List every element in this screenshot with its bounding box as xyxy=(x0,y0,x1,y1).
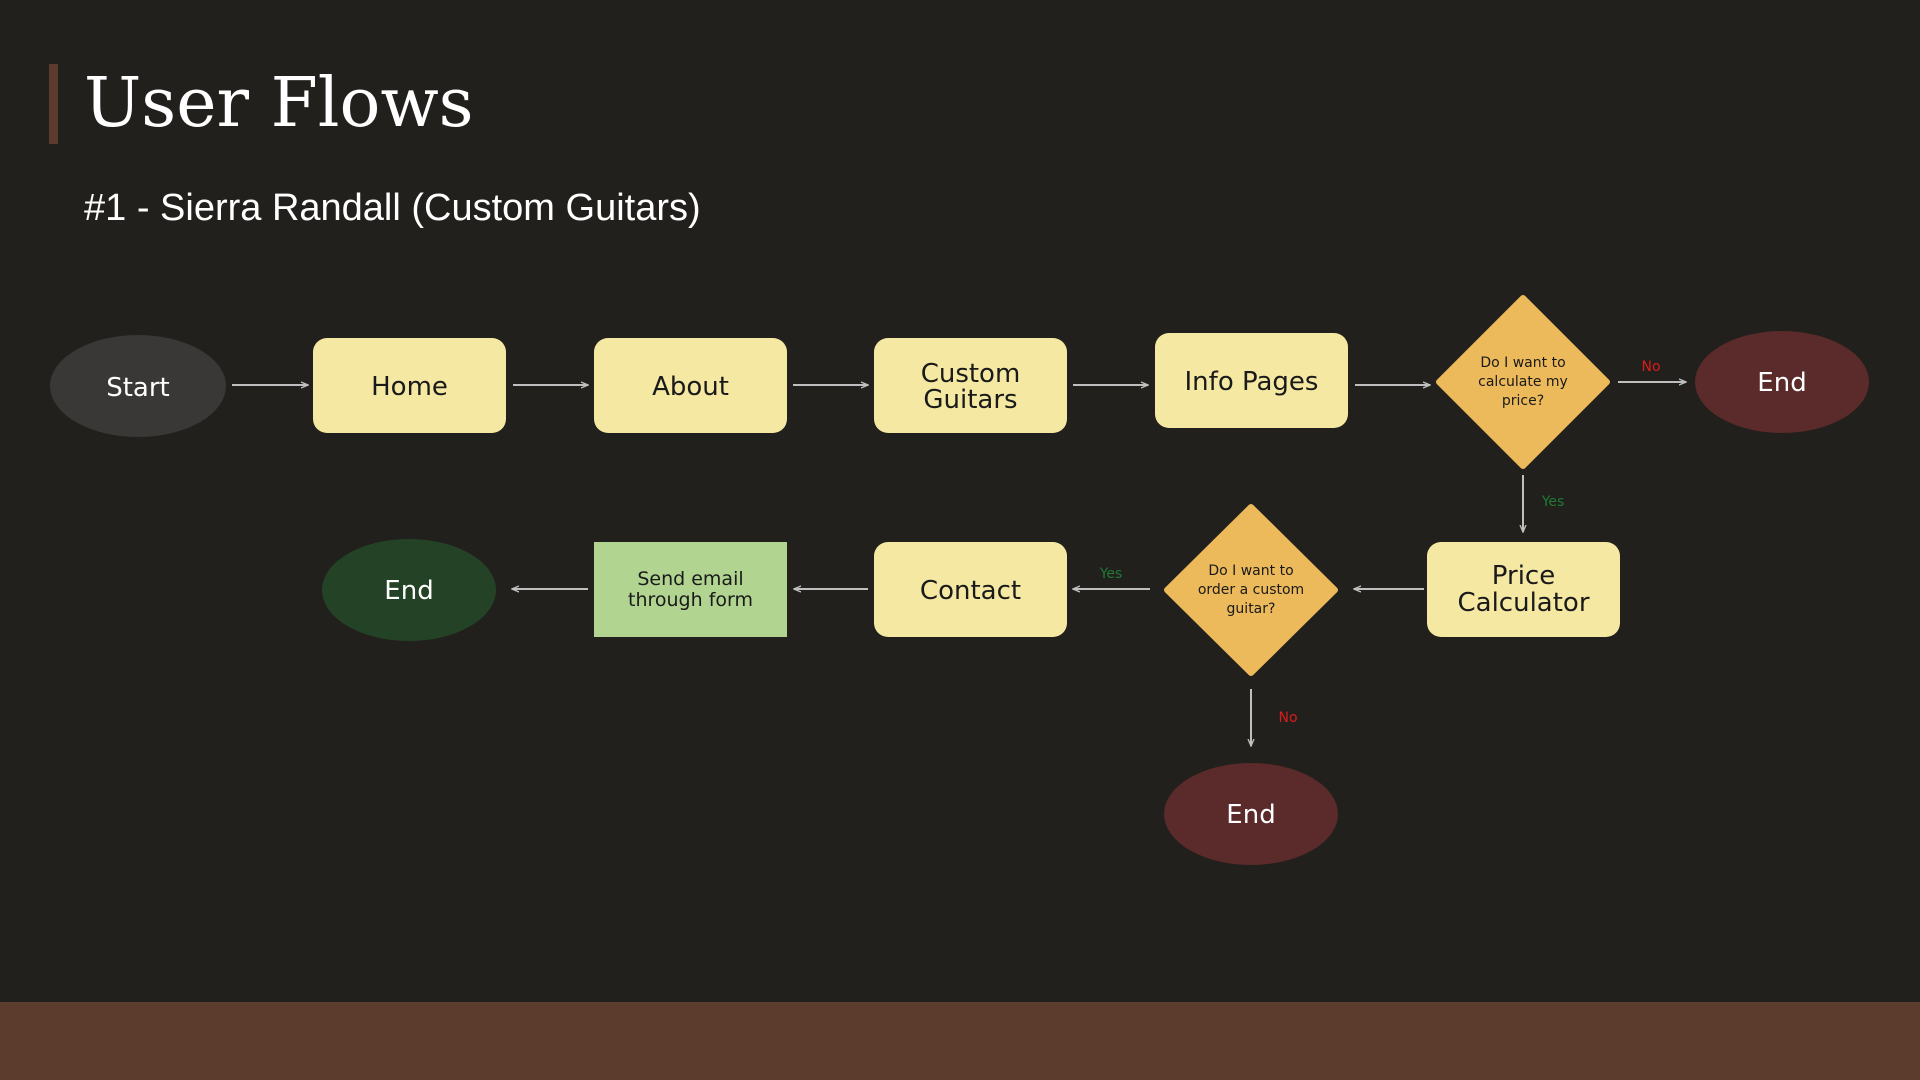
node-decision-order: Do I want to order a custom guitar? xyxy=(1164,504,1338,676)
svg-text:Do I want to: Do I want to xyxy=(1480,355,1565,371)
svg-text:Info Pages: Info Pages xyxy=(1185,367,1319,397)
svg-text:price?: price? xyxy=(1502,393,1544,409)
svg-text:End: End xyxy=(384,576,433,606)
node-info-pages: Info Pages xyxy=(1155,333,1348,428)
svg-text:Guitars: Guitars xyxy=(923,385,1017,415)
node-end-no-price: End xyxy=(1695,331,1869,433)
node-custom-guitars: Custom Guitars xyxy=(874,338,1067,433)
svg-text:End: End xyxy=(1226,800,1275,830)
node-price-calculator: Price Calculator xyxy=(1427,542,1620,637)
svg-text:guitar?: guitar? xyxy=(1227,601,1276,617)
edges xyxy=(232,382,1686,746)
svg-text:through form: through form xyxy=(628,589,753,611)
svg-text:Contact: Contact xyxy=(920,576,1021,606)
node-decision-price: Do I want to calculate my price? xyxy=(1436,295,1610,469)
edge-label-order-no: No xyxy=(1278,710,1297,726)
edge-label-price-yes: Yes xyxy=(1541,494,1565,510)
user-flow-diagram: No Yes Yes No Start Home About Custom Gu… xyxy=(50,295,1869,865)
page-title: User Flows xyxy=(84,64,474,143)
svg-text:Price: Price xyxy=(1492,561,1555,591)
svg-text:Home: Home xyxy=(371,372,448,402)
node-end-success: End xyxy=(322,539,496,641)
node-start: Start xyxy=(50,335,226,437)
svg-text:Do I want to: Do I want to xyxy=(1208,563,1293,579)
svg-text:Custom: Custom xyxy=(921,359,1021,389)
svg-text:Start: Start xyxy=(106,373,170,403)
svg-text:order a custom: order a custom xyxy=(1198,582,1304,598)
svg-text:About: About xyxy=(652,372,729,402)
svg-text:Send email: Send email xyxy=(637,568,743,590)
title-accent-bar xyxy=(49,64,58,144)
page-subtitle: #1 - Sierra Randall (Custom Guitars) xyxy=(84,187,701,229)
node-home: Home xyxy=(313,338,506,433)
svg-text:Calculator: Calculator xyxy=(1457,588,1589,618)
node-about: About xyxy=(594,338,787,433)
footer-bar xyxy=(0,1002,1920,1080)
node-send-email: Send email through form xyxy=(594,542,787,637)
node-contact: Contact xyxy=(874,542,1067,637)
node-end-no-order: End xyxy=(1164,763,1338,865)
edge-label-price-no: No xyxy=(1641,359,1660,375)
svg-text:End: End xyxy=(1757,368,1806,398)
edge-label-order-yes: Yes xyxy=(1099,566,1123,582)
svg-text:calculate my: calculate my xyxy=(1478,374,1568,390)
